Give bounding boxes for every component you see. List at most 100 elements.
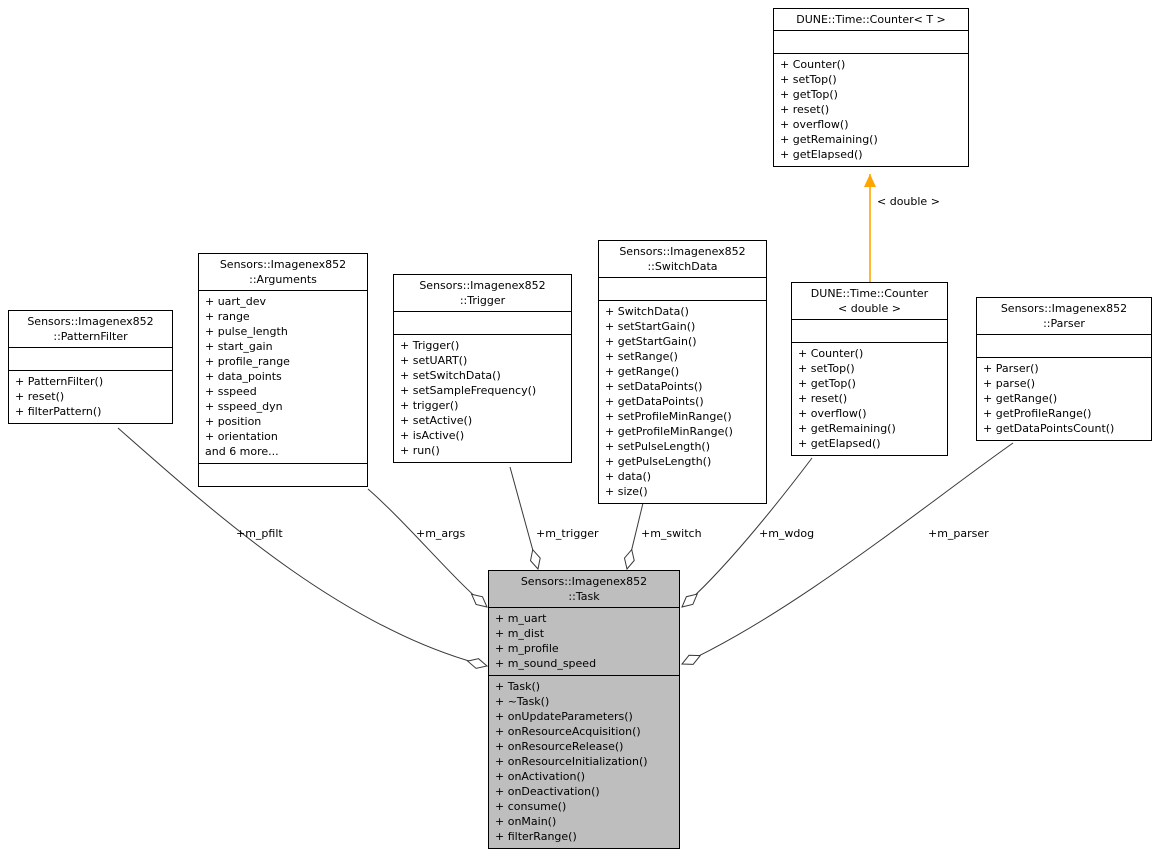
- class-title: Sensors::Imagenex852 ::SwitchData: [599, 241, 766, 278]
- member-line: + onResourceAcquisition(): [495, 725, 641, 738]
- member-line: + setActive(): [400, 414, 473, 427]
- member-line: + getElapsed(): [798, 437, 881, 450]
- member-line: + getStartGain(): [605, 335, 697, 348]
- member-line: + onMain(): [495, 815, 557, 828]
- class-title: Sensors::Imagenex852 ::PatternFilter: [9, 311, 172, 348]
- edge-label-m-trigger: +m_trigger: [536, 527, 599, 540]
- class-box-dune-time-counter-double[interactable]: DUNE::Time::Counter < double > + Counter…: [791, 282, 948, 456]
- class-title: Sensors::Imagenex852 ::Trigger: [394, 275, 571, 312]
- member-line: + uart_dev: [205, 295, 267, 308]
- member-line: + sspeed_dyn: [205, 400, 283, 413]
- member-line: + SwitchData(): [605, 305, 689, 318]
- methods-section: + PatternFilter() + reset() + filterPatter…: [9, 370, 172, 423]
- member-line: + setSampleFrequency(): [400, 384, 537, 397]
- member-line: + consume(): [495, 800, 567, 813]
- edge-m-pfilt: [117, 427, 487, 666]
- member-line: + setUART(): [400, 354, 468, 367]
- member-line: + profile_range: [205, 355, 290, 368]
- member-line: + ~Task(): [495, 695, 550, 708]
- edge-label-m-parser: +m_parser: [928, 527, 989, 540]
- class-box-trigger[interactable]: Sensors::Imagenex852 ::Trigger + Trigger…: [393, 274, 572, 463]
- class-title: Sensors::Imagenex852 ::Parser: [977, 298, 1151, 335]
- class-box-dune-time-counter-t[interactable]: DUNE::Time::Counter< T > + Counter()+ se…: [773, 8, 969, 167]
- member-line: + sspeed: [205, 385, 257, 398]
- methods-section: + Task()+ ~Task()+ onUpdateParameters()+…: [489, 675, 679, 848]
- member-line: + m_sound_speed: [495, 657, 597, 670]
- member-line: + filterPattern(): [15, 405, 102, 418]
- edge-m-args: [367, 488, 487, 607]
- class-title: DUNE::Time::Counter < double >: [792, 283, 947, 320]
- class-title: Sensors::Imagenex852 ::Arguments: [199, 254, 367, 291]
- member-line: + getTop(): [798, 377, 856, 390]
- member-line: + size(): [605, 485, 648, 498]
- member-line: + overflow(): [780, 118, 849, 131]
- class-box-pattern-filter[interactable]: Sensors::Imagenex852 ::PatternFilter + P…: [8, 310, 173, 424]
- edge-label-template-double: < double >: [877, 195, 940, 208]
- member-line: + Trigger(): [400, 339, 460, 352]
- edge-label-m-wdog: +m_wdog: [759, 527, 815, 540]
- member-line: and 6 more...: [205, 445, 279, 458]
- member-line: + run(): [400, 444, 440, 457]
- class-box-arguments[interactable]: Sensors::Imagenex852 ::Arguments + uart_…: [198, 253, 368, 487]
- methods-section: + Trigger()+ setUART()+ setSwitchData()+…: [394, 334, 571, 462]
- member-line: + m_dist: [495, 627, 545, 640]
- member-line: + setPulseLength(): [605, 440, 711, 453]
- methods-section: + Parser()+ parse()+ getRange()+ getProf…: [977, 357, 1151, 440]
- member-line: + getRemaining(): [780, 133, 878, 146]
- attributes-section: [394, 312, 571, 334]
- attributes-section: [9, 348, 172, 370]
- edge-label-m-switch: +m_switch: [641, 527, 702, 540]
- member-line: + Parser(): [983, 362, 1039, 375]
- member-line: + isActive(): [400, 429, 465, 442]
- member-line: + Counter(): [798, 347, 864, 360]
- member-line: + PatternFilter(): [15, 375, 104, 388]
- member-line: + onDeactivation(): [495, 785, 600, 798]
- attributes-section: [599, 278, 766, 300]
- edge-m-wdog: [682, 457, 813, 607]
- member-line: + orientation: [205, 430, 278, 443]
- methods-section: + Counter() + setTop() + getTop() + reset()…: [792, 342, 947, 455]
- edge-label-m-pfilt: +m_pfilt: [236, 527, 283, 540]
- member-line: + data_points: [205, 370, 282, 383]
- member-line: + onResourceInitialization(): [495, 755, 648, 768]
- member-line: + getTop(): [780, 88, 838, 101]
- member-line: + setDataPoints(): [605, 380, 703, 393]
- member-line: + getRange(): [605, 365, 680, 378]
- member-line: + getDataPoints(): [605, 395, 704, 408]
- member-line: + reset(): [798, 392, 848, 405]
- class-title: DUNE::Time::Counter< T >: [774, 9, 968, 31]
- methods-section: [199, 463, 367, 486]
- member-line: + parse(): [983, 377, 1036, 390]
- member-line: + trigger(): [400, 399, 459, 412]
- member-line: + onActivation(): [495, 770, 586, 783]
- attributes-section: [774, 31, 968, 53]
- member-line: + getRange(): [983, 392, 1058, 405]
- attributes-section: + uart_dev+ range+ pulse_length+ start_g…: [199, 291, 367, 463]
- edge-m-switch: [627, 502, 644, 569]
- class-title: Sensors::Imagenex852 ::Task: [489, 571, 679, 608]
- member-line: + pulse_length: [205, 325, 288, 338]
- member-line: + reset(): [780, 103, 830, 116]
- member-line: + setStartGain(): [605, 320, 696, 333]
- member-line: + start_gain: [205, 340, 273, 353]
- edge-label-m-args: +m_args: [416, 527, 466, 540]
- class-box-switch-data[interactable]: Sensors::Imagenex852 ::SwitchData + Swit…: [598, 240, 767, 504]
- member-line: + getPulseLength(): [605, 455, 712, 468]
- attributes-section: [792, 320, 947, 342]
- class-box-parser[interactable]: Sensors::Imagenex852 ::Parser + Parser()…: [976, 297, 1152, 441]
- member-line: + setTop(): [798, 362, 855, 375]
- methods-section: + SwitchData() + setStartGain() + getStart…: [599, 300, 766, 503]
- class-box-task-current: Sensors::Imagenex852 ::Task + m_uart+ m_…: [488, 570, 680, 849]
- member-line: + setTop(): [780, 73, 837, 86]
- member-line: + overflow(): [798, 407, 867, 420]
- member-line: + m_profile: [495, 642, 559, 655]
- attributes-section: [977, 335, 1151, 357]
- member-line: + Task(): [495, 680, 541, 693]
- attributes-section: + m_uart+ m_dist+ m_profile+ m_sound_spe…: [489, 608, 679, 675]
- member-line: + Counter(): [780, 58, 846, 71]
- member-line: + getElapsed(): [780, 148, 863, 161]
- member-line: + reset(): [15, 390, 65, 403]
- methods-section: + Counter() + setTop() + getTop() + reset()…: [774, 53, 968, 166]
